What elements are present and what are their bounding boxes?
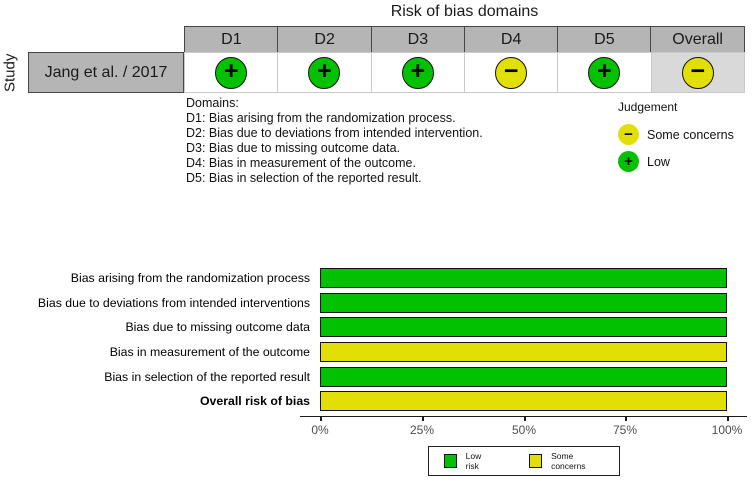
- header-cell-d3: D3: [370, 26, 466, 53]
- judgement-cell-d2: +: [277, 52, 372, 93]
- minus-icon: −: [618, 124, 639, 145]
- study-name-cell: Jang et al. / 2017: [28, 52, 184, 93]
- bar-low-risk: [320, 268, 727, 288]
- bar-category-label: Bias in measurement of the outcome: [109, 345, 310, 359]
- legend-item-some-concerns: Some concerns: [529, 451, 604, 471]
- judgement-cell-d1: +: [184, 52, 279, 93]
- bar-category-label-overall: Overall risk of bias: [199, 394, 310, 408]
- bar-category-label: Bias due to missing outcome data: [125, 320, 310, 334]
- x-axis-tick: [727, 417, 729, 421]
- judgement-legend-label: Low: [647, 154, 670, 169]
- x-tick-label: 25%: [409, 423, 435, 437]
- traffic-light-title: Risk of bias domains: [390, 3, 539, 20]
- study-axis-label: Study: [1, 53, 19, 92]
- plus-icon: +: [618, 151, 639, 172]
- x-axis-line: [300, 416, 747, 417]
- domains-note-line: D4: Bias in measurement of the outcome.: [186, 155, 416, 170]
- low-judgement-icon: +: [588, 56, 621, 89]
- legend-label: Some concerns: [551, 451, 586, 471]
- domains-note-line: D3: Bias due to missing outcome data.: [186, 140, 401, 155]
- low-judgement-icon: +: [215, 56, 248, 89]
- low-risk-swatch-icon: [444, 454, 457, 468]
- traffic-light-header-row: D1 D2 D3 D4 D5 Overall: [184, 26, 745, 53]
- bar-category-label: Bias arising from the randomization proc…: [70, 271, 310, 285]
- header-cell-d5: D5: [557, 26, 652, 53]
- low-judgement-icon: +: [308, 56, 341, 89]
- judgement-legend-title: Judgement: [618, 100, 678, 114]
- judgement-cell-overall: −: [650, 52, 745, 93]
- judgement-legend: Judgement − Some concerns + Low: [618, 100, 734, 178]
- header-cell-d4: D4: [463, 26, 559, 53]
- domains-note-heading: Domains:: [186, 96, 239, 110]
- x-tick-label: 100%: [711, 423, 743, 437]
- judgement-legend-label: Some concerns: [647, 127, 734, 142]
- bar-category-label: Bias due to deviations from intended int…: [37, 296, 310, 310]
- x-axis-tick: [320, 417, 322, 421]
- legend-label: Low risk: [465, 451, 482, 471]
- x-axis-tick: [422, 417, 424, 421]
- some-concerns-swatch-icon: [529, 454, 543, 468]
- judgement-cell-d5: +: [557, 52, 652, 93]
- bar-low-risk: [320, 293, 727, 313]
- domains-note-line: D5: Bias in selection of the reported re…: [186, 170, 422, 185]
- traffic-light-study-row: + + + − + −: [184, 52, 745, 93]
- domains-note: Domains: D1: Bias arising from the rando…: [186, 96, 483, 185]
- judgement-legend-item: − Some concerns: [618, 124, 734, 145]
- bar-some-concerns: [320, 342, 727, 362]
- judgement-cell-d4: −: [463, 52, 559, 93]
- domains-note-line: D2: Bias due to deviations from intended…: [186, 125, 483, 140]
- barplot-legend: Low risk Some concerns: [428, 446, 620, 476]
- bar-category-label: Bias in selection of the reported result: [104, 370, 310, 384]
- x-tick-label: 75%: [612, 423, 638, 437]
- header-cell-d1: D1: [184, 26, 279, 53]
- header-cell-d2: D2: [277, 26, 372, 53]
- header-cell-overall: Overall: [650, 26, 745, 53]
- judgement-legend-item: + Low: [618, 151, 734, 172]
- judgement-cell-d3: +: [370, 52, 465, 93]
- bar-some-concerns: [320, 391, 727, 411]
- bar-low-risk: [320, 367, 727, 387]
- low-judgement-icon: +: [401, 56, 434, 89]
- x-axis-tick: [625, 417, 627, 421]
- some-concerns-judgement-icon: −: [495, 56, 528, 89]
- x-axis-tick: [524, 417, 526, 421]
- legend-item-low-risk: Low risk: [444, 451, 493, 471]
- bar-low-risk: [320, 317, 727, 337]
- x-tick-label: 0%: [311, 423, 329, 437]
- some-concerns-judgement-icon: −: [681, 56, 714, 89]
- x-tick-label: 50%: [511, 423, 537, 437]
- domains-note-line: D1: Bias arising from the randomization …: [186, 110, 456, 125]
